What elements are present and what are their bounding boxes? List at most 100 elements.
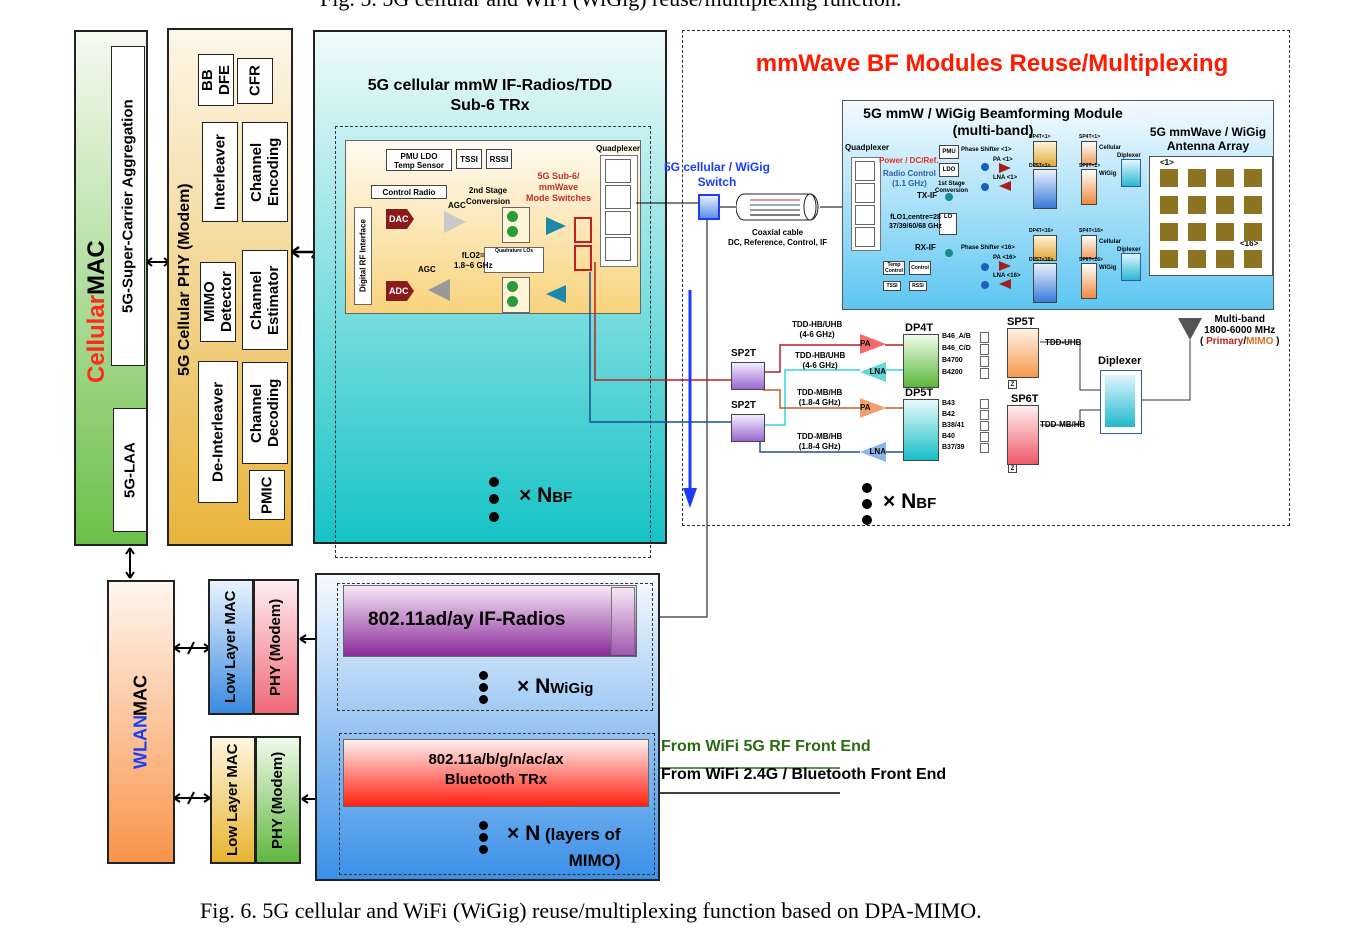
pa-1-label: PA <1>	[993, 157, 1013, 163]
sp5t-label: SP5T	[1007, 316, 1035, 328]
mixer-icon	[945, 249, 953, 257]
pa-16-label: PA <16>	[993, 255, 1017, 261]
phase-shifter-icon	[981, 281, 989, 289]
if-radio-replica-group	[335, 126, 651, 558]
ellipsis-dot	[489, 494, 499, 504]
ellipsis-dot	[489, 477, 499, 487]
sp2t-top-label: SP2T	[731, 348, 757, 359]
wigig-label-16: WiGig	[1099, 265, 1117, 271]
wlan-radio-panel: 802.11ad/ay IF-Radios × NWiGig 802.11a/b…	[315, 573, 660, 881]
top-caption: Fig. 5. 5G cellular and WiFi (WiGig) reu…	[320, 0, 901, 12]
flo2-label: fLO2=1.8~6 GHz	[454, 251, 493, 270]
dp5t-switch	[903, 399, 939, 461]
termination-z: Z	[1008, 464, 1017, 473]
tdd-mbhb-label: TDD-MB/HB	[1040, 420, 1086, 429]
band-label: B37/39	[942, 444, 965, 451]
ellipsis-dot	[862, 515, 872, 525]
antenna-element	[1188, 250, 1206, 268]
antenna-element	[1216, 223, 1234, 241]
quadplexer-label: Quadplexer	[596, 144, 641, 153]
bf-module-title: 5G mmW / WiGig Beamforming Module(multi-…	[863, 105, 1123, 138]
diplexer-icon	[1121, 253, 1141, 281]
path-label-3: TDD-MB/HB(1.8-4 GHz)	[797, 388, 843, 407]
wifi-replica-group	[339, 733, 655, 875]
dp4t-switch	[903, 334, 939, 388]
quadrature-lo-block: Quadrature LOs	[484, 247, 544, 273]
mode-switch-icon	[574, 245, 592, 271]
mixer-icon	[945, 193, 953, 201]
sp2t-top-switch	[731, 362, 765, 390]
filter-icon	[605, 211, 631, 235]
mac-phy-arrow	[146, 257, 170, 267]
lna-1-label: LNA <1>	[993, 175, 1018, 181]
ellipsis-dot	[479, 845, 488, 854]
sp4t-16-label: SP4T<16>	[1079, 228, 1103, 234]
phase-shifter-icon	[981, 183, 989, 191]
antenna-element	[1160, 169, 1178, 187]
antenna-array: <1> <16>	[1149, 156, 1273, 276]
diplexer-label-16: Diplexer	[1117, 247, 1141, 253]
antenna-last-label: <16>	[1240, 239, 1259, 248]
dac-block: DAC	[386, 209, 414, 229]
ellipsis-dot	[489, 512, 499, 522]
ellipsis-dot	[479, 833, 488, 842]
filter-icon	[855, 205, 875, 225]
pmu-chip: PMU	[939, 145, 959, 159]
sp6t-1-label: SP6T<1>	[1079, 163, 1101, 169]
adc-block: ADC	[386, 281, 414, 301]
sp6t-16-label: SP6T<16>	[1079, 257, 1103, 263]
cellular-label-16: Cellular	[1099, 239, 1122, 245]
diplexer-label: Diplexer	[1098, 355, 1142, 367]
dp5t-1-switch	[1033, 169, 1057, 209]
dp5t-1-label: DP5T<1>	[1029, 163, 1051, 169]
path-label-1: TDD-HB/UHB(4-6 GHz)	[792, 320, 843, 339]
dp4t-1-switch	[1033, 141, 1057, 167]
dp4t-label: DP4T	[905, 322, 934, 334]
filter-icon	[980, 356, 989, 367]
filter-icon	[980, 399, 989, 409]
sp4t-1-switch	[1081, 141, 1097, 165]
phase-shifter-1-label: Phase Shifter <1>	[961, 147, 1012, 153]
filter-icon	[980, 332, 989, 343]
termination-z: Z	[1008, 380, 1017, 389]
nbf-multiplier-if: × NBF	[519, 484, 573, 507]
tssi-chip: TSSI	[456, 149, 482, 169]
phy-modem-1: PHY (Modem)	[253, 579, 299, 715]
diplexer-filter-icon	[1105, 375, 1135, 427]
control-radio-chip: Control Radio	[371, 185, 447, 199]
agc-tx-label: AGC	[448, 201, 466, 210]
filter-icon	[855, 161, 875, 181]
ellipsis-dot	[862, 483, 872, 493]
wlan-mac-block: WLAN MAC	[107, 580, 175, 864]
phase-shifter-icon	[981, 263, 989, 271]
filter-icon	[605, 159, 631, 183]
rx-if-label: RX-IF	[915, 243, 936, 252]
band-label: B43	[942, 400, 955, 407]
diplexer-block	[1100, 370, 1142, 434]
lna-icon	[999, 279, 1011, 289]
pa-icon	[999, 261, 1011, 271]
antenna-first-label: <1>	[1160, 158, 1174, 167]
antenna-element	[1160, 196, 1178, 214]
antenna-icon	[1178, 318, 1202, 340]
wigig-quadplexer	[611, 587, 635, 655]
wlan-stack1-arrow	[173, 641, 211, 655]
filter-icon	[980, 443, 989, 453]
ellipsis-dot	[479, 695, 488, 704]
wigig-if-radio: 802.11ad/ay IF-Radios	[343, 585, 637, 657]
tx-if-label: TX-IF	[917, 191, 937, 200]
lna-icon	[999, 181, 1011, 191]
antenna-element	[1160, 223, 1178, 241]
lo-chip: LO	[939, 213, 957, 235]
antenna-element	[1188, 223, 1206, 241]
sp6t-16-switch	[1081, 263, 1097, 299]
ellipsis-dot	[479, 821, 488, 830]
